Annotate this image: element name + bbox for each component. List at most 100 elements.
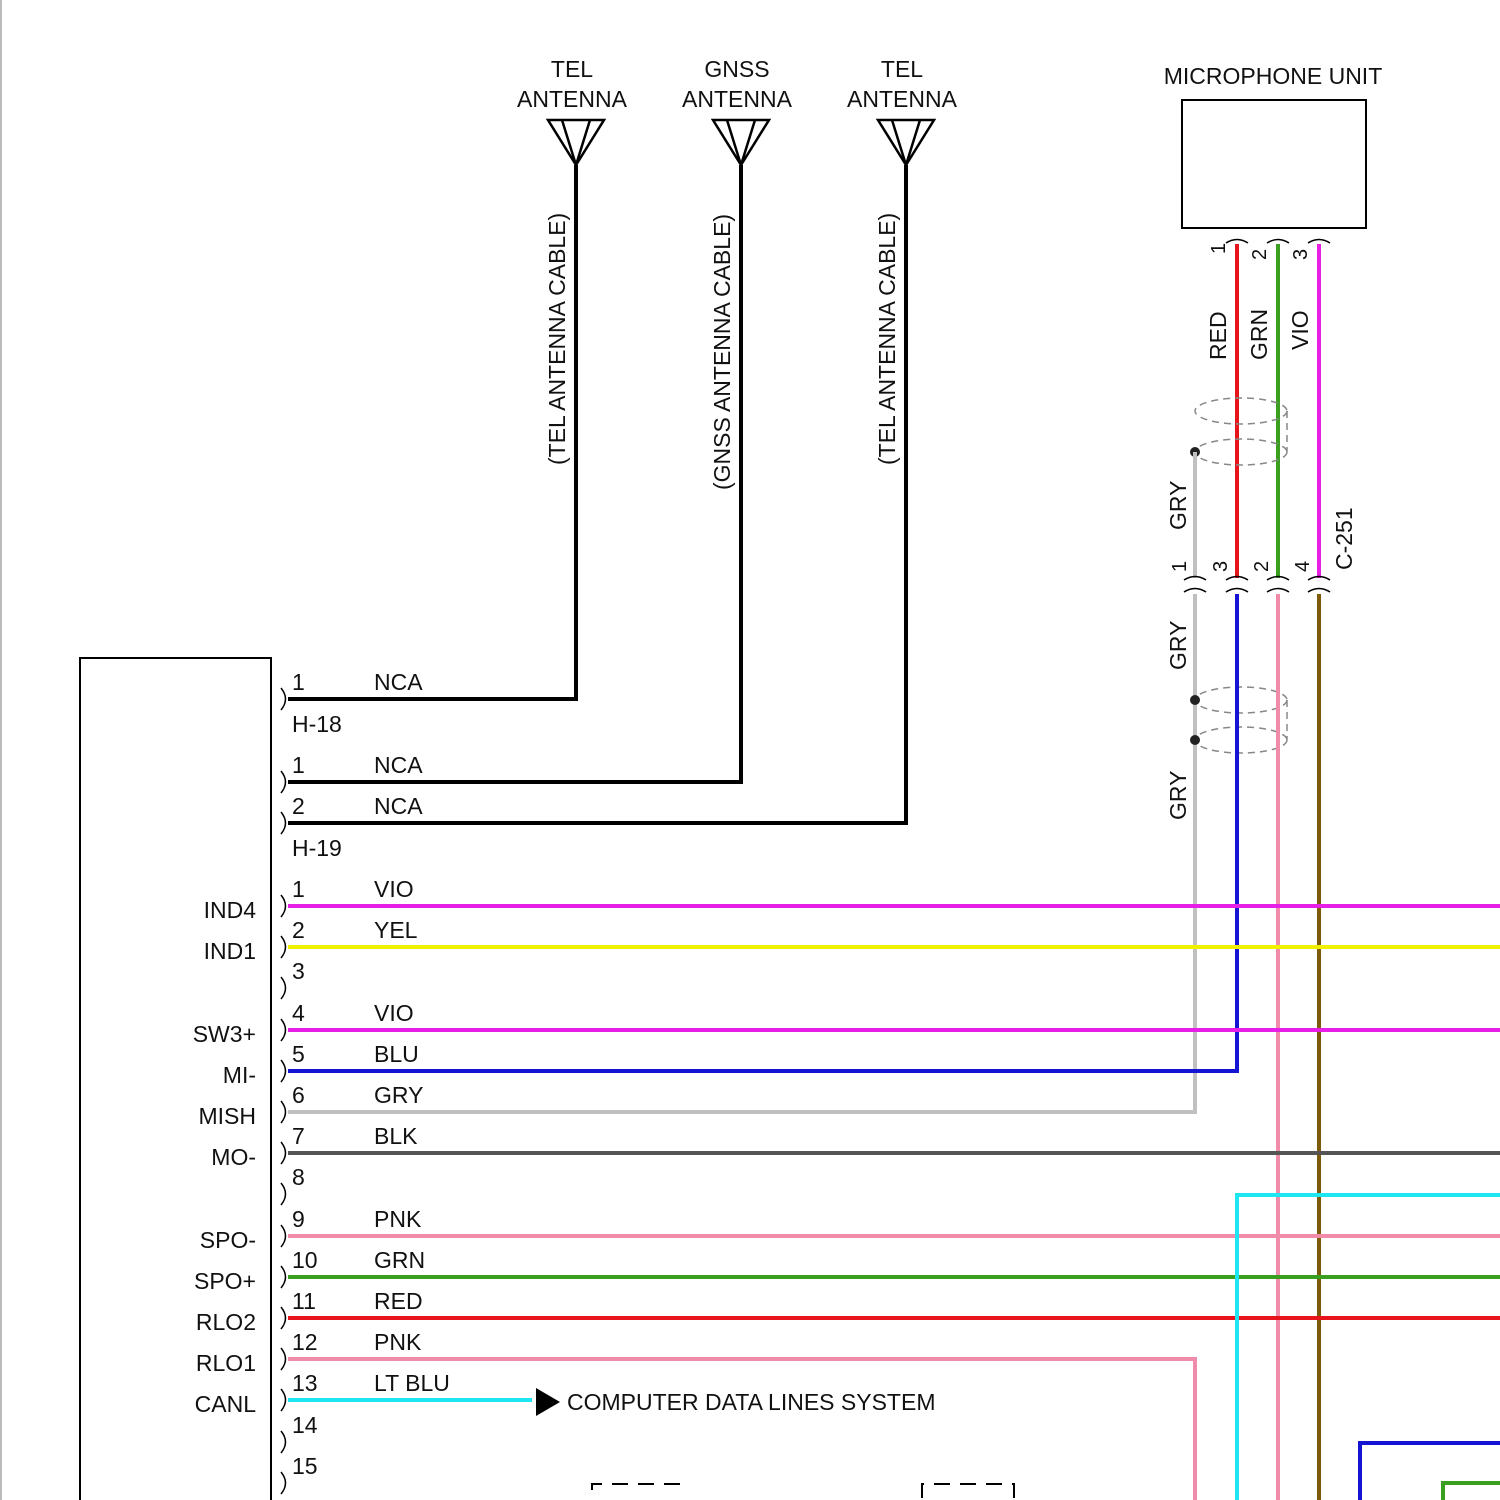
antenna-2-icon — [713, 120, 769, 165]
pin-signal-label: RLO1 — [196, 1350, 256, 1376]
mic-in-blu-wire — [288, 594, 1237, 1071]
bottom-dashed-box-1 — [592, 1484, 684, 1490]
upper-shield-bottom — [1195, 439, 1287, 465]
pin-row-7: 7MO-BLK — [211, 1123, 1500, 1170]
pin-signal-label: SPO+ — [194, 1268, 256, 1294]
pin-terminal — [281, 1183, 286, 1205]
pin-row-3: 3 — [281, 958, 305, 999]
microphone-unit-box — [1182, 100, 1366, 228]
antenna-1-label-line1: TEL — [551, 56, 593, 82]
mic-wire-red-label: RED — [1205, 311, 1231, 360]
lower-shield-drain-dot-1 — [1190, 695, 1200, 705]
mic-pin-2-label: 2 — [1249, 249, 1271, 260]
pin-terminal — [281, 1431, 286, 1453]
pin-number: 11 — [292, 1288, 316, 1314]
pin-terminal — [281, 977, 286, 999]
pin-wire-color-label: BLU — [374, 1041, 419, 1067]
pin-number: 14 — [292, 1412, 318, 1438]
bottom-dashed-box-2 — [922, 1484, 1014, 1498]
shield-gry-label-3: GRY — [1165, 771, 1191, 820]
pin-number: 9 — [292, 1206, 305, 1232]
mic-connector-terminals — [1226, 240, 1330, 244]
h19-name: H-19 — [292, 835, 342, 861]
pin-wire-color-label: PNK — [374, 1206, 422, 1232]
pin-wire-color-label: LT BLU — [374, 1370, 450, 1396]
pin-number: 13 — [292, 1370, 318, 1396]
canl-arrow-icon — [536, 1388, 560, 1416]
pin-terminal — [281, 1019, 286, 1041]
antenna-2-label-line2: ANTENNA — [682, 86, 793, 112]
pin-wire-color-label: VIO — [374, 876, 414, 902]
lower-shield-drain-dot-2 — [1190, 735, 1200, 745]
pin-number: 1 — [292, 876, 305, 902]
pin-signal-label: IND4 — [204, 897, 257, 923]
pin-number: 5 — [292, 1041, 305, 1067]
blu-loop-wire — [1360, 1443, 1500, 1500]
pin-row-15: 15 — [281, 1453, 318, 1494]
pin-signal-label: SPO- — [200, 1227, 256, 1253]
pin-terminal — [281, 1060, 286, 1082]
shield-gry-label-2: GRY — [1165, 621, 1191, 670]
pin-terminal — [281, 1225, 286, 1247]
pin-terminal — [281, 1266, 286, 1288]
pin-wire-color-label: GRN — [374, 1247, 425, 1273]
mic-pin-1-label: 1 — [1208, 243, 1230, 254]
upper-shield-top — [1195, 398, 1287, 424]
pin-number: 12 — [292, 1329, 318, 1355]
shield-gry-label-1: GRY — [1165, 481, 1191, 530]
c251-name: C-251 — [1331, 507, 1357, 570]
antenna-1: TEL ANTENNA (TEL ANTENNA CABLE) — [517, 56, 628, 465]
antenna-3-cable-label: (TEL ANTENNA CABLE) — [874, 213, 900, 465]
pin-wire-color-label: BLK — [374, 1123, 418, 1149]
h19-wire-2: NCA — [374, 793, 423, 819]
c251-terminals — [1184, 577, 1330, 593]
antenna-2-cable-label: (GNSS ANTENNA CABLE) — [709, 214, 735, 490]
grn-loop-wire — [1443, 1483, 1500, 1500]
lower-shield — [1195, 687, 1287, 753]
pin-terminal — [281, 1389, 286, 1411]
connector-h18: 1 NCA H-18 — [281, 669, 423, 737]
antenna-3-label-line1: TEL — [881, 56, 923, 82]
pin-wire-color-label: RED — [374, 1288, 423, 1314]
pin-terminal — [281, 895, 286, 917]
pin-signal-label: MI- — [223, 1062, 256, 1088]
h19-wire-1: NCA — [374, 752, 423, 778]
h19-terminals — [281, 771, 286, 834]
pin-number: 10 — [292, 1247, 318, 1273]
pin-signal-label: MISH — [199, 1103, 257, 1129]
microphone-unit: MICROPHONE UNIT 1 2 3 RED GRN VIO — [1164, 63, 1383, 360]
pin-terminal — [281, 1472, 286, 1494]
pin-terminal — [281, 936, 286, 958]
pin-terminal — [281, 1142, 286, 1164]
pin-wire-color-label: GRY — [374, 1082, 423, 1108]
pin-terminal — [281, 1101, 286, 1123]
antenna-3-label-line2: ANTENNA — [847, 86, 958, 112]
h18-pin-1: 1 — [292, 669, 305, 695]
pin-number: 7 — [292, 1123, 305, 1149]
c251-pin-2-label: 2 — [1251, 561, 1273, 572]
pin-wire-color-label: VIO — [374, 1000, 414, 1026]
antenna-2-label-line1: GNSS — [704, 56, 769, 82]
mic-pin-3-label: 3 — [1290, 249, 1312, 260]
pin-signal-label: CANL — [195, 1391, 257, 1417]
pin-row-1: 1IND4 VIO — [204, 876, 1500, 923]
gnss-antenna-cable — [288, 165, 741, 782]
mic-wire-grn-label: GRN — [1246, 309, 1272, 360]
pin-number: 15 — [292, 1453, 318, 1479]
pin-terminal — [281, 1307, 286, 1329]
pin-number: 3 — [292, 958, 305, 984]
antenna-1-label-line2: ANTENNA — [517, 86, 628, 112]
pin-signal-label: IND1 — [204, 938, 256, 964]
mic-wire-vio-label: VIO — [1287, 310, 1313, 350]
pin-wire-color-label: PNK — [374, 1329, 422, 1355]
tel-antenna-2-cable — [288, 165, 906, 823]
pin-terminal — [281, 1348, 286, 1370]
h18-terminal — [281, 688, 286, 710]
canl-target-label: COMPUTER DATA LINES SYSTEM — [567, 1389, 935, 1415]
microphone-unit-title: MICROPHONE UNIT — [1164, 63, 1383, 89]
pin-row-2: 2IND1YEL — [204, 917, 1500, 964]
antenna-3-icon — [878, 120, 934, 165]
c251-pin-1-label: 1 — [1169, 561, 1191, 572]
